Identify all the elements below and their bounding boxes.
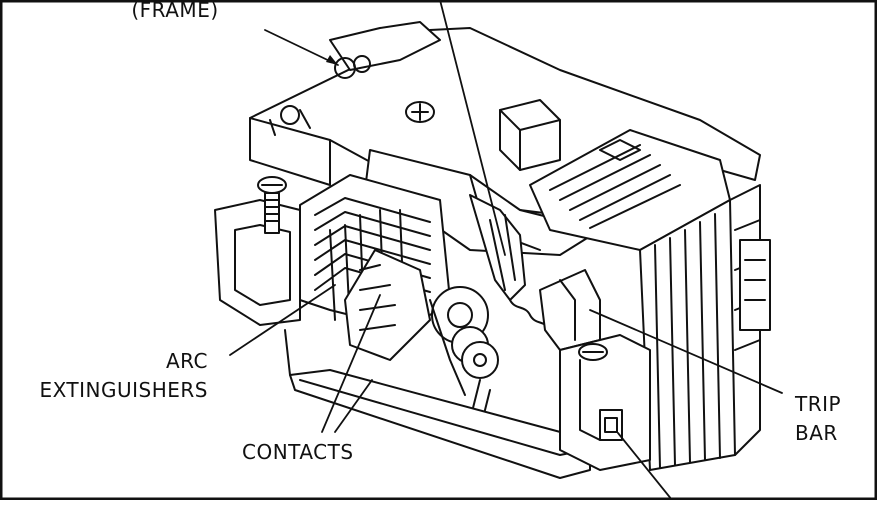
contacts-leader-1 (321, 294, 381, 433)
breaker-body (249, 21, 761, 301)
contacts-label: CONTACTS (242, 440, 354, 464)
heat-sink-fins (639, 184, 771, 471)
frame-label: (FRAME) (131, 0, 219, 22)
trip-bar-label-line1: TRIP (795, 392, 842, 416)
bottom-leader (617, 432, 673, 501)
arc-leader (229, 284, 336, 356)
frame-leader (264, 29, 339, 66)
base-and-front-terminal (284, 329, 651, 479)
contacts-mechanism (344, 249, 601, 431)
arc-label-line2: EXTINGUISHERS (39, 378, 208, 402)
trip-bar-leader (589, 309, 783, 394)
contacts-leader-2 (334, 379, 373, 433)
top-leader (439, 0, 506, 256)
leader-lines (229, 0, 783, 501)
arc-label-line1: ARC (165, 349, 208, 373)
left-terminal (214, 176, 301, 326)
trip-bar-label-line2: BAR (795, 421, 838, 445)
